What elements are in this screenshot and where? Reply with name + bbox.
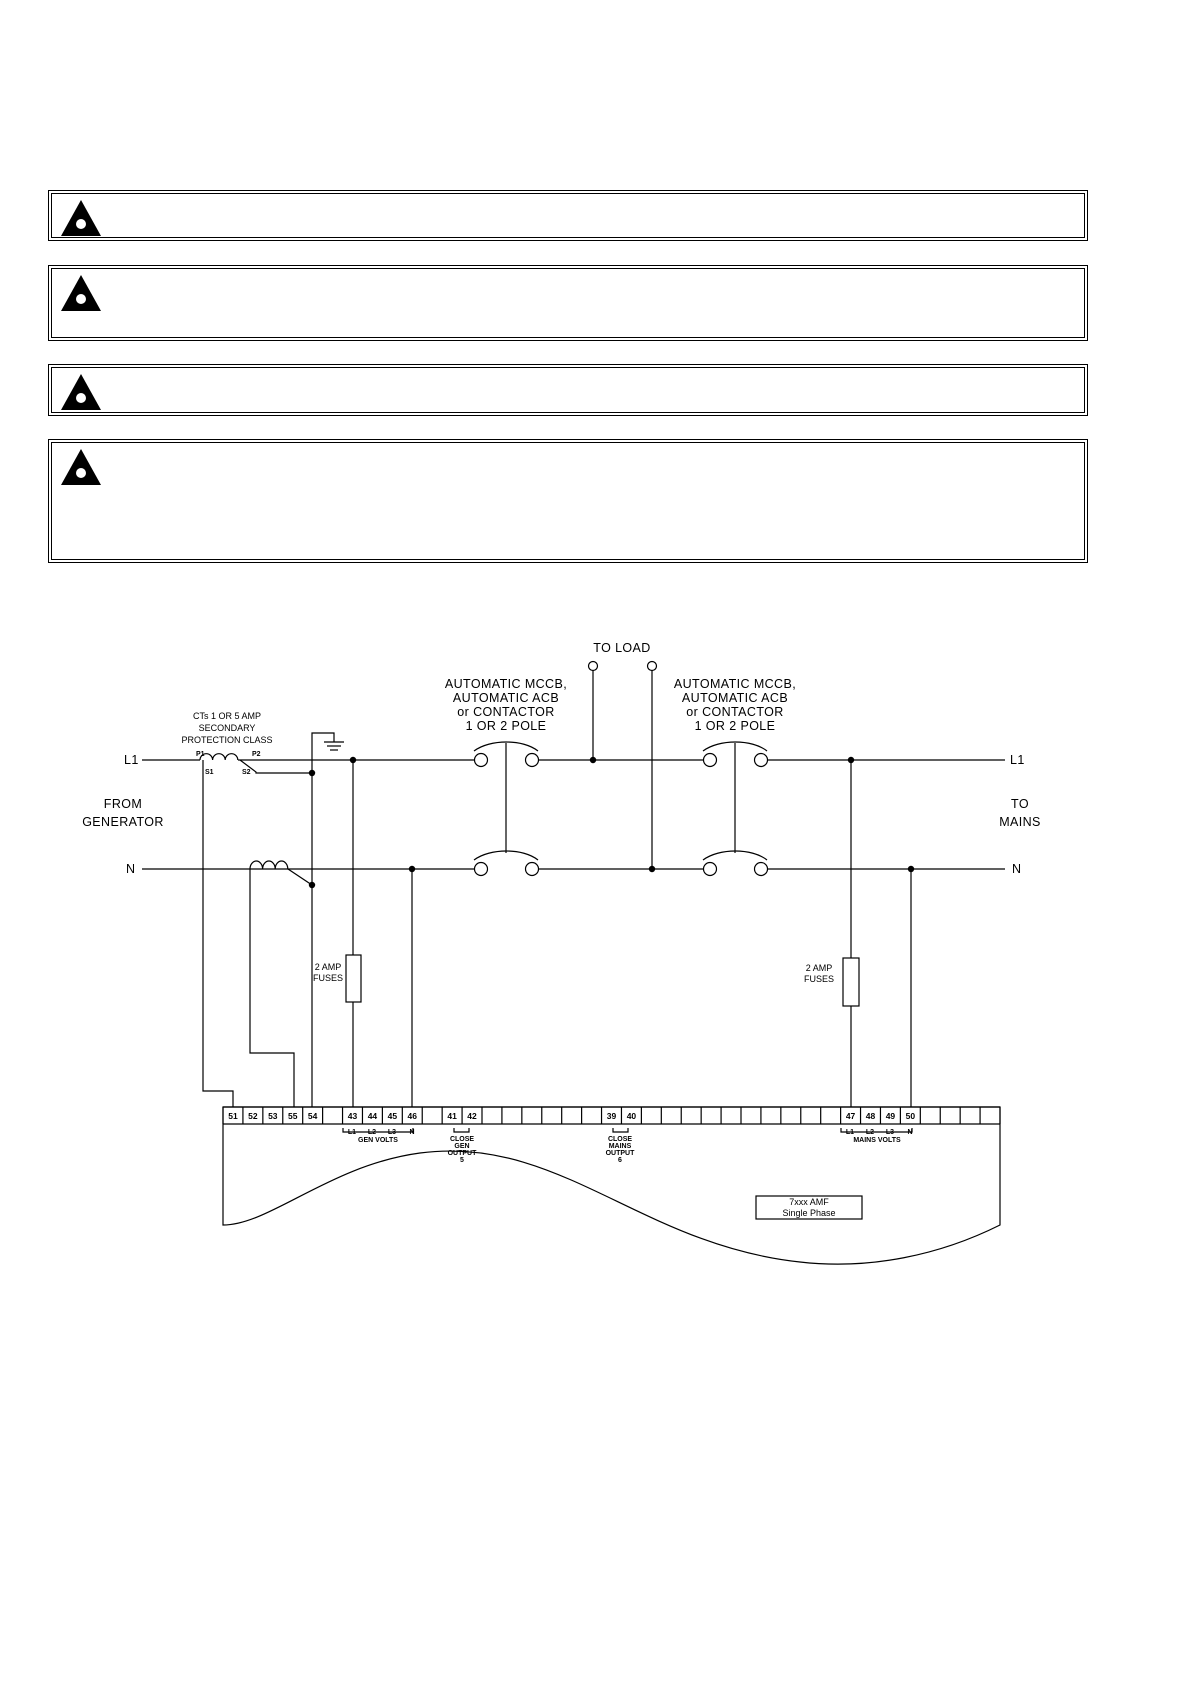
terminal-39: 39 (607, 1111, 617, 1121)
breaker-right-line-3: or CONTACTOR (686, 705, 783, 719)
close-mains-line-3: OUTPUT (606, 1150, 636, 1157)
from-label-line-1: FROM (104, 797, 142, 811)
warning-triangle-icon (61, 275, 101, 311)
terminal-44: 44 (368, 1111, 378, 1121)
close-mains-line-1: CLOSE (608, 1136, 632, 1143)
n-right-label: N (1012, 862, 1021, 876)
ct-label-line-1: CTs 1 OR 5 AMP (193, 711, 261, 721)
fuse-right-line-1: 2 AMP (806, 963, 833, 973)
warning-box-1 (48, 190, 1088, 241)
gen-phase-labels-1: L2 (368, 1129, 376, 1136)
ct-label-line-3: PROTECTION CLASS (181, 735, 272, 745)
close-mains-line-2: MAINS (609, 1143, 632, 1150)
gen-volts-label: GEN VOLTS (358, 1137, 398, 1144)
ct-s2-label: S2 (242, 769, 251, 776)
close-gen-line-3: OUTPUT (448, 1150, 478, 1157)
warning-triangle-icon (61, 374, 101, 410)
mains-phase-labels-0: L1 (846, 1129, 854, 1136)
terminal-46: 46 (408, 1111, 418, 1121)
terminal-42: 42 (467, 1111, 477, 1121)
terminal-54: 54 (308, 1111, 318, 1121)
l1-right-label: L1 (1010, 753, 1025, 767)
ct-s1-label: S1 (205, 769, 214, 776)
to-load-label: TO LOAD (593, 641, 650, 655)
terminal-49: 49 (886, 1111, 896, 1121)
controller-name-line-1: 7xxx AMF (789, 1197, 829, 1207)
gen-phase-labels-0: L1 (348, 1129, 356, 1136)
mains-phase-labels-1: L2 (866, 1129, 874, 1136)
breaker-left-line-4: 1 OR 2 POLE (466, 719, 547, 733)
terminal-52: 52 (248, 1111, 258, 1121)
to-label-line-2: MAINS (999, 815, 1041, 829)
warning-box-2 (48, 265, 1088, 341)
from-label-line-2: GENERATOR (82, 815, 164, 829)
terminal-47: 47 (846, 1111, 856, 1121)
breaker-right-line-4: 1 OR 2 POLE (695, 719, 776, 733)
controller-name-line-2: Single Phase (782, 1208, 835, 1218)
warning-box-4 (48, 439, 1088, 563)
terminal-45: 45 (388, 1111, 398, 1121)
mains-phase-labels-3: N (907, 1129, 912, 1136)
ct-p1-label: P1 (196, 751, 205, 758)
breaker-right-line-1: AUTOMATIC MCCB, (674, 677, 796, 691)
to-label-line-1: TO (1011, 797, 1029, 811)
close-gen-line-1: CLOSE (450, 1136, 474, 1143)
gen-phase-labels-2: L3 (388, 1129, 396, 1136)
terminal-50: 50 (906, 1111, 916, 1121)
terminal-41: 41 (447, 1111, 457, 1121)
terminal-51: 51 (228, 1111, 238, 1121)
breaker-right-line-2: AUTOMATIC ACB (682, 691, 788, 705)
warning-box-3 (48, 364, 1088, 416)
ct-label-line-2: SECONDARY (199, 723, 256, 733)
terminal-43: 43 (348, 1111, 358, 1121)
warning-triangle-icon (61, 449, 101, 485)
breaker-left-line-2: AUTOMATIC ACB (453, 691, 559, 705)
mains-volts-label: MAINS VOLTS (853, 1137, 901, 1144)
close-gen-line-2: GEN (454, 1143, 469, 1150)
breaker-left-line-3: or CONTACTOR (457, 705, 554, 719)
close-gen-line-4: 5 (460, 1157, 464, 1164)
fuse-right-line-2: FUSES (804, 974, 834, 984)
breaker-left-line-1: AUTOMATIC MCCB, (445, 677, 567, 691)
terminal-53: 53 (268, 1111, 278, 1121)
gen-phase-labels-3: N (409, 1129, 414, 1136)
ct-p2-label: P2 (252, 751, 261, 758)
warning-triangle-icon (61, 200, 101, 236)
terminal-48: 48 (866, 1111, 876, 1121)
fuse-left-line-1: 2 AMP (315, 962, 342, 972)
close-mains-line-4: 6 (618, 1157, 622, 1164)
l1-left-label: L1 (124, 753, 139, 767)
mains-phase-labels-2: L3 (886, 1129, 894, 1136)
terminal-55: 55 (288, 1111, 298, 1121)
fuse-left-line-2: FUSES (313, 973, 343, 983)
terminal-40: 40 (627, 1111, 637, 1121)
n-left-label: N (126, 862, 135, 876)
